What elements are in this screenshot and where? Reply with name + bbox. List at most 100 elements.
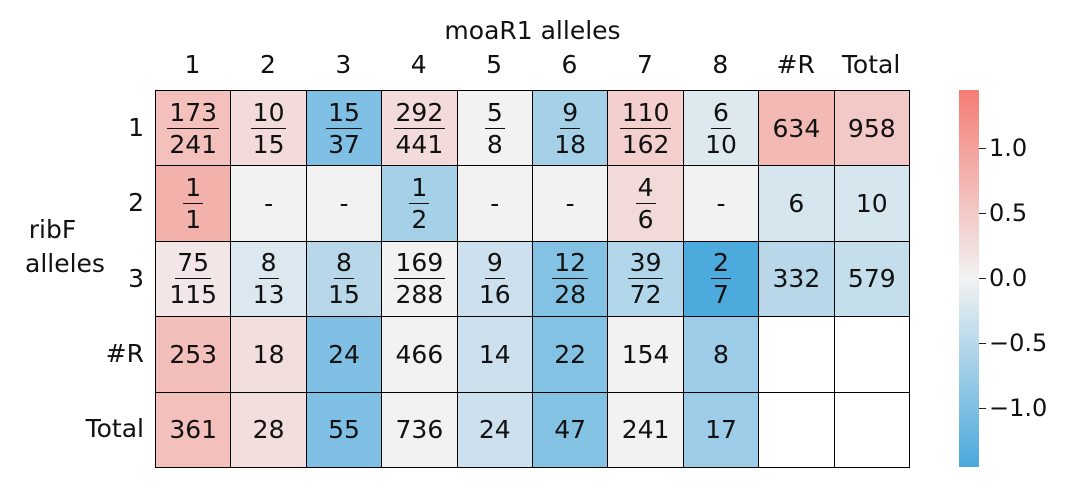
heatmap-cell: - <box>305 165 383 242</box>
heatmap-cell: 736 <box>381 391 458 468</box>
col-header: 3 <box>335 50 352 79</box>
cell-value: 154 <box>621 339 670 369</box>
fraction-denominator: 37 <box>328 129 360 159</box>
col-header: 8 <box>712 50 729 79</box>
col-header: 6 <box>561 50 578 79</box>
fraction-denominator: 28 <box>554 280 587 310</box>
cell-value: 55 <box>328 415 360 445</box>
col-header: 1 <box>184 50 201 79</box>
fraction-numerator: 15 <box>326 97 362 129</box>
heatmap-cell: 10 <box>833 165 910 242</box>
cell-value: 8 <box>713 339 729 369</box>
row-header: 1 <box>128 112 144 142</box>
fraction-numerator: 6 <box>711 97 731 129</box>
cell-value: 6 <box>788 189 805 219</box>
colorbar-tick <box>979 147 986 150</box>
cell-value: 958 <box>847 113 896 143</box>
cell-value: - <box>716 189 726 219</box>
cell-value: - <box>490 189 500 219</box>
fraction-denominator: 13 <box>252 280 285 310</box>
fraction-denominator: 1 <box>185 205 202 235</box>
fraction-numerator: 1 <box>409 173 430 205</box>
fraction-denominator: 241 <box>169 129 218 159</box>
fraction-numerator: 4 <box>635 173 656 205</box>
fraction-numerator: 10 <box>250 97 287 129</box>
fraction-denominator: 6 <box>637 205 654 235</box>
heatmap-cell <box>758 316 835 393</box>
colorbar-tick-label: −1.0 <box>989 393 1048 422</box>
col-header: 5 <box>486 50 503 79</box>
col-header: Total <box>841 50 901 79</box>
cell-value: 28 <box>252 415 285 445</box>
fraction-numerator: 8 <box>334 248 354 280</box>
cell-value: 736 <box>395 415 444 445</box>
fraction-numerator: 173 <box>167 97 220 129</box>
row-header: #R <box>105 338 144 368</box>
heatmap-cell: 18 <box>230 316 307 393</box>
heatmap-cell: 47 <box>532 391 609 468</box>
fraction-denominator: 8 <box>486 129 503 159</box>
colorbar-tick <box>979 212 986 215</box>
fraction-denominator: 2 <box>411 205 428 235</box>
row-axis-title-line2: alleles <box>25 249 105 278</box>
fraction-denominator: 18 <box>554 129 587 159</box>
heatmap-cell: 28 <box>230 391 307 468</box>
heatmap-cell: 22 <box>532 316 609 393</box>
heatmap-cell: 958 <box>833 90 910 167</box>
fraction-denominator: 7 <box>713 280 729 310</box>
heatmap-cell: 332 <box>758 240 835 318</box>
heatmap-cell: 466 <box>381 316 458 393</box>
colorbar-tick-label: 0.5 <box>989 198 1028 227</box>
fraction-denominator: 72 <box>629 280 662 310</box>
cell-value: 579 <box>847 264 896 294</box>
fraction-numerator: 1 <box>183 173 204 205</box>
cell-value: 14 <box>478 339 511 369</box>
fraction-denominator: 15 <box>328 280 360 310</box>
row-header: 2 <box>128 188 144 218</box>
heatmap-cell <box>833 316 910 393</box>
heatmap-cell: 154 <box>607 316 684 393</box>
fraction-numerator: 169 <box>393 248 446 280</box>
row-header: Total <box>85 414 144 444</box>
heatmap-cell: - <box>532 165 609 242</box>
cell-value: 253 <box>169 339 218 369</box>
fraction-denominator: 10 <box>705 129 737 159</box>
heatmap-cell: 634 <box>758 90 835 167</box>
heatmap-cell: - <box>456 165 533 242</box>
cell-value: 466 <box>395 339 444 369</box>
cell-value: 634 <box>772 113 821 143</box>
col-header: #R <box>776 50 815 79</box>
heatmap-cell: 361 <box>155 391 232 468</box>
fraction-denominator: 162 <box>621 129 670 159</box>
cell-value: 22 <box>554 339 587 369</box>
colorbar-tick <box>979 342 986 345</box>
heatmap-cell: 24 <box>456 391 533 468</box>
heatmap-cell <box>833 391 910 468</box>
colorbar-tick-label: 1.0 <box>989 133 1028 162</box>
fraction-denominator: 441 <box>395 129 444 159</box>
heatmap-cell: 8 <box>682 316 760 393</box>
